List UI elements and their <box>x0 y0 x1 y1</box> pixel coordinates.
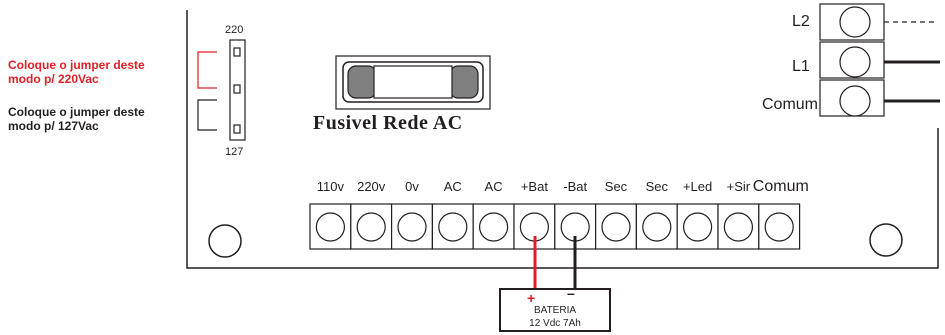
terminal-label: -Bat <box>563 179 588 194</box>
terminal-screw <box>438 212 468 242</box>
fuse-label: Fusivel Rede AC <box>313 112 463 134</box>
terminal-label: +Led <box>682 179 713 194</box>
battery-body <box>499 288 611 332</box>
terminal-screw <box>682 212 713 242</box>
terminal-screw <box>315 212 345 242</box>
main-terminal-block <box>309 203 801 250</box>
terminal-screw <box>356 212 386 242</box>
terminal-screw <box>601 212 631 242</box>
terminal-label: +Bat <box>520 179 548 194</box>
battery-minus-sign: – <box>567 285 575 301</box>
jumper-label-127: 127 <box>225 146 244 158</box>
fuse <box>335 55 491 110</box>
jumper-label-220: 220 <box>225 24 244 36</box>
terminal-label: 220v <box>357 179 386 194</box>
jumper-note-220: Coloque o jumper deste modo p/ 220Vac <box>8 58 145 86</box>
jumper-pin-1 <box>233 47 241 57</box>
fuse-body <box>373 65 453 99</box>
relay-label-comum: Comum <box>762 96 819 113</box>
battery-name: BATERIA <box>533 305 577 316</box>
relay-label-l1: L1 <box>792 58 810 75</box>
jumper-bracket-220 <box>197 51 217 89</box>
jumper-note-127: Coloque o jumper deste modo p/ 127Vac <box>8 105 145 133</box>
terminal-screw <box>397 212 427 242</box>
battery-spec: 12 Vdc 7Ah <box>529 318 581 329</box>
terminal-label: Comum <box>752 178 809 195</box>
terminal-label: 110v <box>316 179 345 194</box>
terminal-label: +Sir <box>726 179 751 194</box>
battery-plus-sign: + <box>527 290 536 306</box>
jumper-connector <box>229 39 246 141</box>
terminal-screw <box>642 212 672 242</box>
relay-screw-comum <box>839 85 871 117</box>
fuse-cap-left <box>347 65 377 99</box>
relay-terminal-block <box>819 3 885 117</box>
board-outline <box>186 10 939 269</box>
terminal-screw <box>723 212 754 242</box>
terminal-label: AC <box>484 179 503 194</box>
terminal-label: AC <box>443 179 462 194</box>
mounting-hole-right <box>869 223 903 257</box>
jumper-bracket-127 <box>197 99 217 131</box>
jumper-pin-2 <box>233 84 241 94</box>
relay-label-l2: L2 <box>792 13 810 30</box>
terminal-label: Sec <box>604 179 628 194</box>
relay-screw-l1 <box>839 46 871 78</box>
relay-screw-l2 <box>839 6 871 38</box>
mounting-hole-left <box>208 224 242 258</box>
jumper-pin-3 <box>233 124 241 134</box>
terminal-label: Sec <box>645 179 668 194</box>
terminal-screw <box>764 212 794 242</box>
terminal-label: 0v <box>405 179 419 194</box>
terminal-screw <box>479 212 509 242</box>
fuse-cap-right <box>449 65 479 99</box>
